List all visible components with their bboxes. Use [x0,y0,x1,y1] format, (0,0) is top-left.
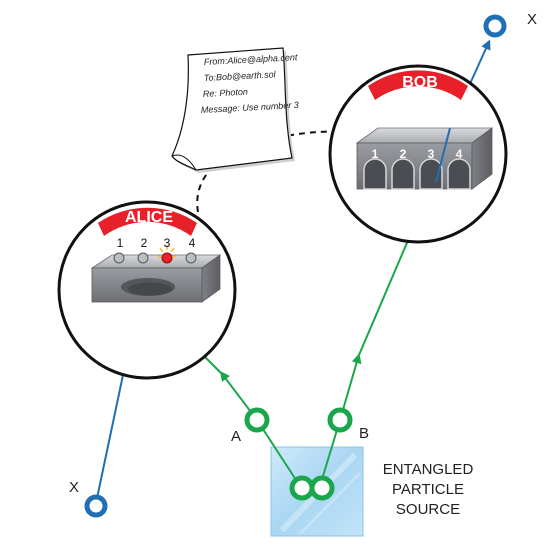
bob-detector-label-1: 1 [372,147,379,161]
alice-bulb-1 [113,252,125,264]
message-re: Re: Photon [203,87,248,99]
entangled-source [270,446,364,537]
alice-detector-label-3: 3 [164,236,171,250]
label-x-top: X [527,11,537,28]
x-endpoint-top [483,14,507,38]
alice-detector-label-2: 2 [141,236,148,250]
message-paper [171,47,293,171]
bob-detector-label-2: 2 [400,147,407,161]
bob-detector-label-3: 3 [428,147,435,161]
alice-title: ALICE [125,209,173,226]
source-label-line1: ENTANGLED [383,461,474,478]
alice-bulb-3-lit [157,245,177,264]
alice-bulb-2 [137,252,149,264]
bob-lab: BOB 1 2 3 4 [328,64,508,244]
alice-lab: ALICE 1 2 3 4 [57,200,237,380]
x-bottom-beam [95,374,124,504]
message-to: To:Bob@earth.sol [204,69,277,83]
message-from: From:Alice@alpha.cent [204,52,299,67]
bob-port-2 [391,158,415,190]
bob-detector-label-4: 4 [456,147,463,161]
bob-title: BOB [402,74,438,91]
x-endpoint-bottom [84,494,108,518]
label-a: A [231,428,241,445]
label-x-bottom: X [69,479,79,496]
particle-b [327,407,353,433]
message-note: From:Alice@alpha.cent To:Bob@earth.sol R… [171,47,299,173]
alice-banner [98,207,197,236]
bob-outgoing-beam [435,127,451,183]
path-a-lower [256,419,301,487]
bob-banner [368,70,468,100]
bob-port-1 [363,158,387,190]
particle-a [244,407,270,433]
alice-bulb-4 [185,252,197,264]
source-label-line3: SOURCE [396,501,460,518]
alice-detector-label-4: 4 [189,236,196,250]
alice-detector-label-1: 1 [117,236,124,250]
bob-port-4 [447,158,471,190]
source-label-line2: PARTICLE [392,481,464,498]
entangled-pair [289,475,335,501]
label-b: B [359,425,369,442]
